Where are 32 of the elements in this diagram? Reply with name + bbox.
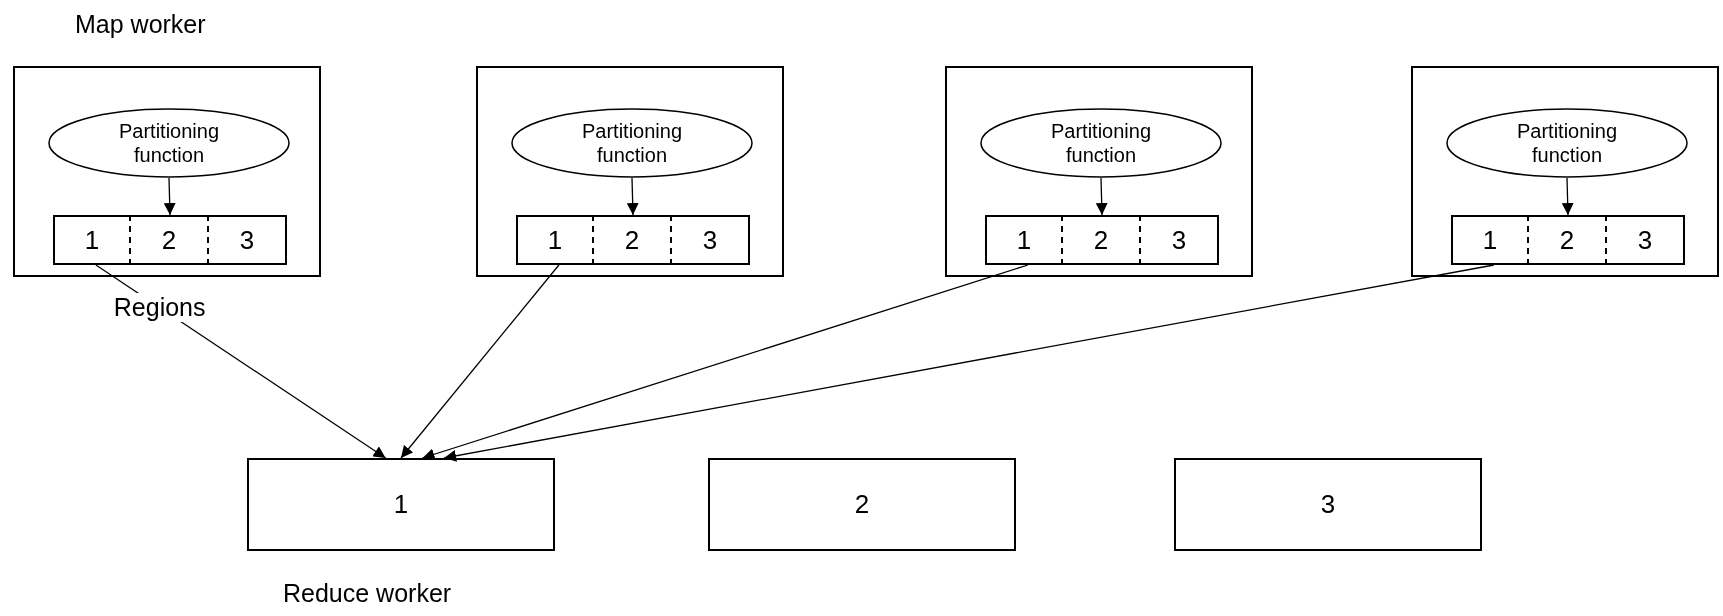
partitioning-ellipse: Partitioning function — [511, 108, 753, 178]
arrow — [421, 264, 1029, 461]
reduce-worker-box: 2 — [708, 458, 1016, 551]
worker-caption: Map worker — [75, 10, 206, 39]
map-worker-box — [945, 66, 1253, 277]
region-cell: 2 — [131, 215, 209, 265]
map-worker-box — [13, 66, 321, 277]
worker-caption: Reduce worker — [283, 579, 452, 608]
reduce-worker-box: 1 — [247, 458, 555, 551]
partitioning-ellipse: Partitioning function — [980, 108, 1222, 178]
arrow — [626, 177, 639, 216]
region-cell: 3 — [1141, 215, 1219, 265]
region-cell: 2 — [1529, 215, 1607, 265]
partitioning-ellipse: Partitioning function — [1446, 108, 1688, 178]
region-cell: 1 — [985, 215, 1063, 265]
partitioning-ellipse: Partitioning function — [48, 108, 290, 178]
map-worker-box — [1411, 66, 1719, 277]
arrow — [400, 264, 560, 459]
map-worker-box — [476, 66, 784, 277]
arrow — [1561, 177, 1574, 216]
arrow — [163, 177, 176, 216]
region-cell: 3 — [672, 215, 750, 265]
reduce-worker-box: 3 — [1174, 458, 1482, 551]
arrow — [1095, 177, 1108, 216]
region-cell: 1 — [53, 215, 131, 265]
region-cell: 1 — [1451, 215, 1529, 265]
region-cell: 1 — [516, 215, 594, 265]
region-cell: 3 — [1607, 215, 1685, 265]
region-cell: 3 — [209, 215, 287, 265]
arrow — [443, 264, 1495, 462]
region-cell: 2 — [594, 215, 672, 265]
region-cell: 2 — [1063, 215, 1141, 265]
